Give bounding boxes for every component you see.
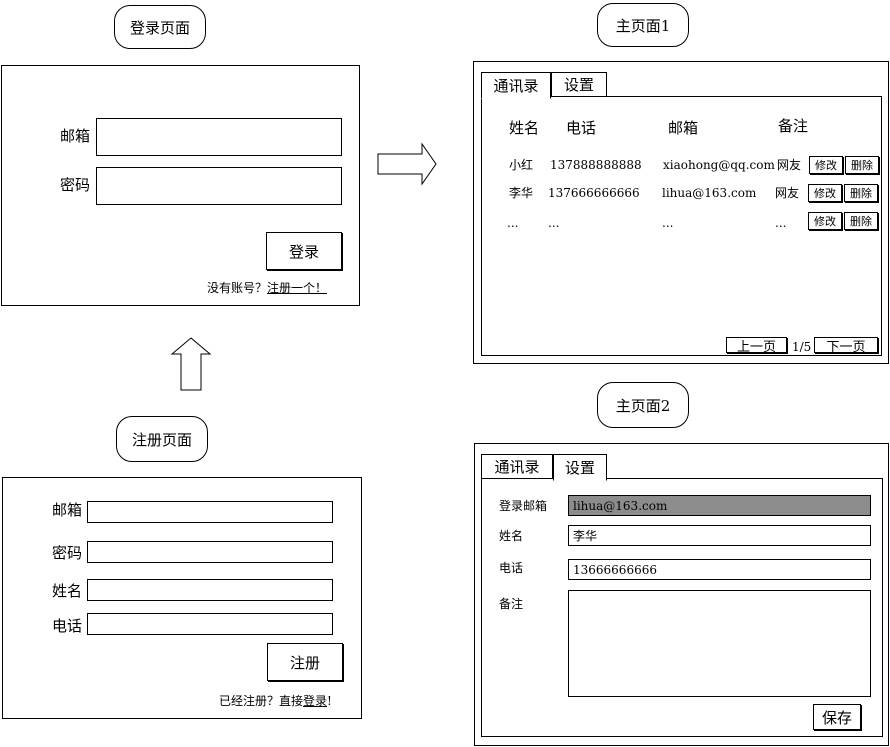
main-page2-title: 主页面2	[597, 382, 689, 428]
login-button[interactable]: 登录	[266, 232, 342, 270]
email-field[interactable]	[96, 118, 342, 156]
login-email-label: 登录邮箱	[499, 499, 548, 513]
password-field[interactable]	[96, 167, 342, 205]
main-page2-frame: 通讯录 设置 登录邮箱 lihua@163.com 姓名 李华 电话 13666…	[474, 443, 889, 746]
tab-contacts[interactable]: 通讯录	[481, 454, 553, 479]
col-header-phone: 电话	[566, 119, 597, 137]
edit-button[interactable]: 修改	[809, 156, 843, 174]
register-button[interactable]: 注册	[267, 643, 343, 681]
reg-phone-field[interactable]	[87, 613, 333, 635]
col-header-email: 邮箱	[668, 119, 699, 137]
table-row: 李华 137666666666 lihua@163.com 网友	[474, 186, 884, 206]
reg-name-field[interactable]	[87, 579, 333, 601]
no-account-text: 没有账号？	[207, 281, 268, 295]
tab-settings[interactable]: 设置	[551, 72, 607, 97]
main-page1-frame: 通讯录 设置 姓名 电话 邮箱 备注 小红 137888888888 xiaoh…	[473, 61, 889, 364]
register-page-title: 注册页面	[116, 416, 208, 462]
reg-phone-label: 电话	[52, 617, 83, 635]
reg-email-label: 邮箱	[52, 501, 83, 519]
already-registered-text: 已经注册？直接	[219, 694, 304, 708]
cell-note: ...	[775, 216, 787, 230]
edit-button[interactable]: 修改	[808, 184, 842, 202]
name-field[interactable]: 李华	[568, 525, 871, 546]
cell-note: 网友	[775, 186, 800, 200]
tab-contacts[interactable]: 通讯录	[481, 72, 551, 99]
password-label: 密码	[60, 176, 91, 194]
register-page-frame: 邮箱 密码 姓名 电话 注册 已经注册？直接登录!	[2, 477, 362, 719]
up-arrow-icon	[170, 337, 212, 391]
cell-email: lihua@163.com	[662, 186, 757, 200]
cell-name: 李华	[509, 186, 534, 200]
prev-page-button[interactable]: 上一页	[726, 337, 787, 355]
note-textarea[interactable]	[568, 590, 871, 697]
right-arrow-icon	[377, 142, 437, 186]
note-label: 备注	[499, 597, 524, 611]
col-header-note: 备注	[778, 117, 809, 135]
cell-name: 小红	[509, 158, 534, 172]
cell-email: xiaohong@qq.com	[663, 158, 775, 172]
cell-phone: 137666666666	[548, 186, 640, 200]
reg-email-field[interactable]	[87, 501, 333, 523]
reg-password-label: 密码	[52, 544, 83, 562]
cell-name: ...	[507, 216, 519, 230]
delete-button[interactable]: 删除	[844, 212, 878, 230]
save-button[interactable]: 保存	[813, 704, 861, 730]
tab-settings[interactable]: 设置	[553, 454, 607, 481]
cell-email: ...	[662, 216, 674, 230]
register-prompt: 没有账号？注册一个！	[207, 281, 327, 295]
login-page-frame: 邮箱 密码 登录 没有账号？注册一个！	[1, 65, 360, 306]
login-link[interactable]: 登录	[303, 694, 328, 708]
next-page-button[interactable]: 下一页	[814, 337, 878, 355]
email-label: 邮箱	[60, 127, 91, 145]
reg-password-field[interactable]	[87, 541, 333, 563]
main-page1-title: 主页面1	[597, 3, 689, 47]
login-page-title: 登录页面	[114, 5, 206, 49]
delete-button[interactable]: 删除	[845, 156, 879, 174]
reg-name-label: 姓名	[52, 582, 83, 600]
phone-label: 电话	[499, 561, 524, 575]
exclaim-text: !	[327, 694, 332, 708]
login-email-field: lihua@163.com	[568, 495, 871, 516]
cell-phone: 137888888888	[550, 158, 642, 172]
col-header-name: 姓名	[509, 119, 540, 137]
cell-note: 网友	[777, 158, 802, 172]
edit-button[interactable]: 修改	[808, 212, 842, 230]
name-label: 姓名	[499, 529, 524, 543]
table-row: 小红 137888888888 xiaohong@qq.com 网友	[474, 158, 884, 178]
register-link[interactable]: 注册一个！	[267, 281, 328, 295]
table-row: ... ... ... ...	[474, 216, 884, 236]
delete-button[interactable]: 删除	[844, 184, 878, 202]
login-prompt: 已经注册？直接登录!	[219, 694, 332, 708]
page-indicator: 1/5	[792, 340, 812, 354]
cell-phone: ...	[548, 216, 560, 230]
phone-field[interactable]: 13666666666	[568, 559, 871, 580]
